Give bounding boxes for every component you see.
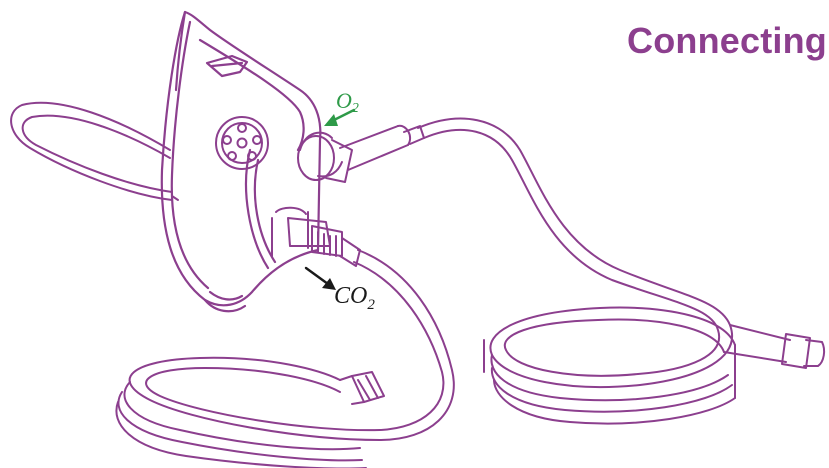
co2-sampling-tubing (115, 249, 455, 468)
oxygen-label: O2 (336, 88, 359, 116)
oxygen-supply-tubing (417, 117, 826, 425)
page-title: Connecting (627, 20, 827, 61)
oxygen-inlet-connector (297, 124, 425, 183)
head-strap (10, 101, 179, 201)
co2-label: CO2 (334, 283, 375, 313)
co2-sampling-port (271, 206, 361, 267)
oxygen-arrow-icon (324, 108, 356, 126)
mask-body (160, 10, 322, 313)
exhalation-port (215, 116, 269, 170)
co2-arrow-icon (304, 266, 336, 290)
